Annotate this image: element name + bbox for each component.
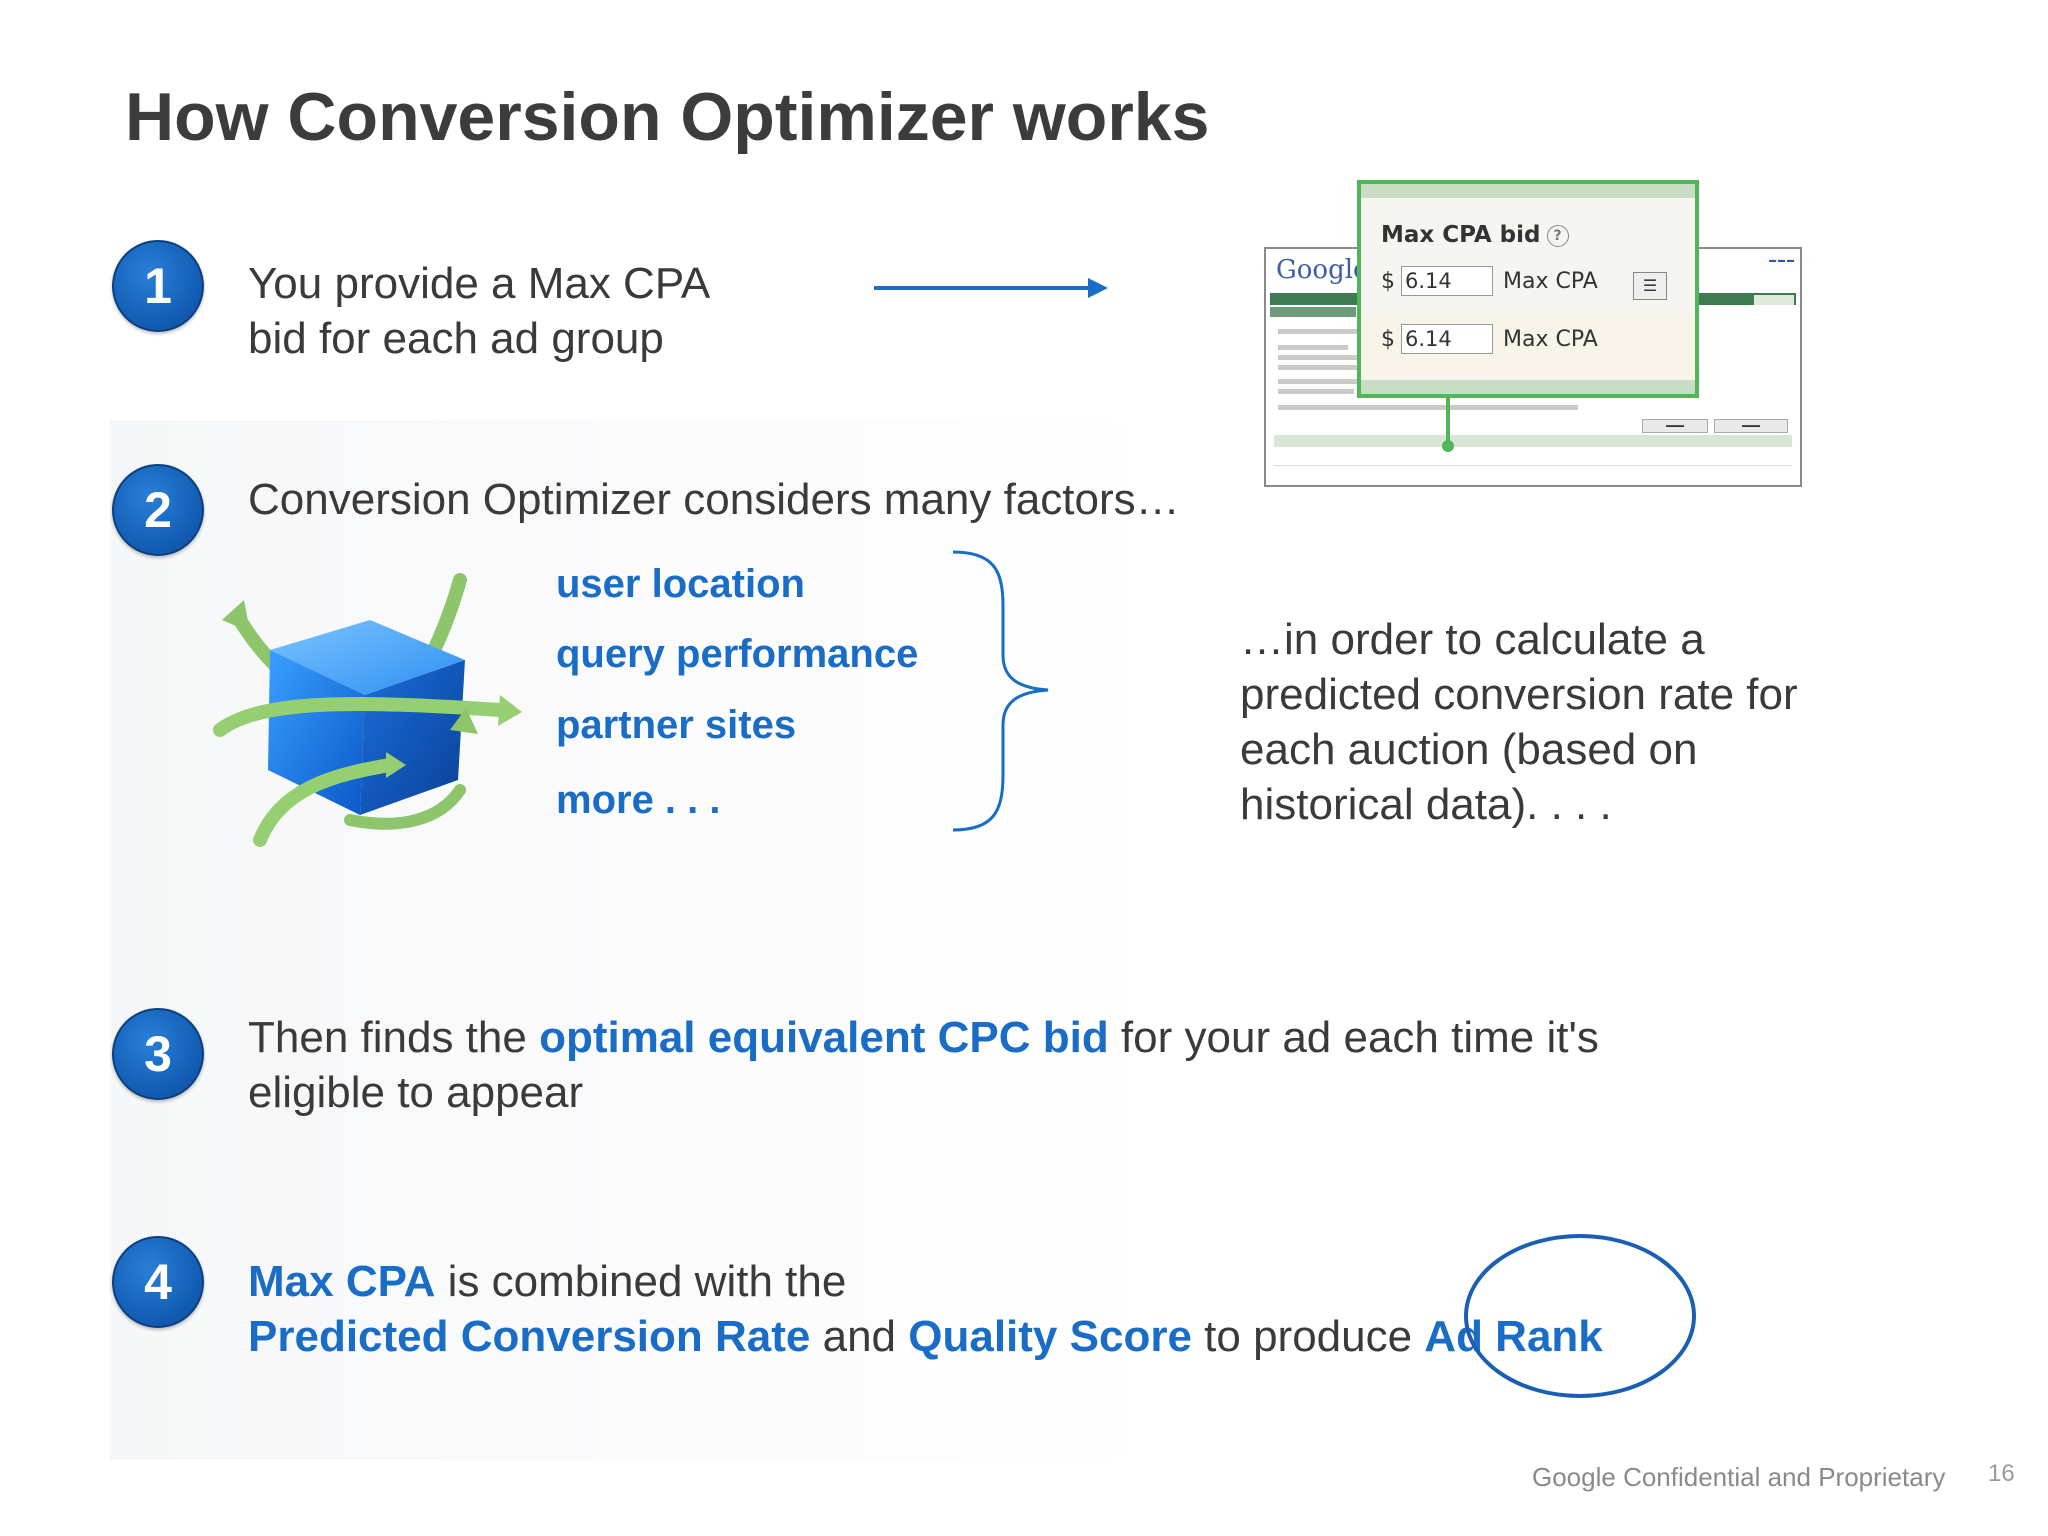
factor-user-location: user location xyxy=(556,562,805,606)
step-4-ad-rank: Ad Rank xyxy=(1424,1312,1603,1361)
popup-connector xyxy=(1446,398,1450,444)
text-line xyxy=(1278,355,1364,360)
top-links: ▬ ▬ ▬ xyxy=(1769,257,1794,264)
text-line xyxy=(1278,329,1368,334)
step-1-line-2: bid for each ad group xyxy=(248,314,664,363)
step-1-text: You provide a Max CPA bid for each ad gr… xyxy=(248,256,710,366)
result-line-2: predicted conversion rate for xyxy=(1240,670,1798,719)
step-4-predicted-conversion-rate: Predicted Conversion Rate xyxy=(248,1312,811,1361)
text-line xyxy=(1278,379,1362,384)
page-number: 16 xyxy=(1988,1460,2015,1487)
step-4-text: Max CPA is combined with the Predicted C… xyxy=(248,1254,1603,1364)
cube-icon xyxy=(213,573,522,847)
text-line xyxy=(1278,389,1354,394)
factor-query-performance: query performance xyxy=(556,632,919,676)
step-3-text: Then finds the optimal equivalent CPC bi… xyxy=(248,1010,1599,1120)
help-icon[interactable]: ? xyxy=(1546,224,1569,247)
popup-title-text: Max CPA bid xyxy=(1381,222,1541,248)
currency-symbol: $ xyxy=(1381,268,1395,294)
curly-brace-icon xyxy=(952,550,1049,832)
sort-select-icon[interactable]: ☰ xyxy=(1633,272,1667,300)
popup-header xyxy=(1361,184,1695,198)
result-line-4: historical data). . . . xyxy=(1240,780,1612,829)
step-4-part-2: and xyxy=(810,1312,909,1361)
popup-footer xyxy=(1361,380,1695,394)
result-line-3: each auction (based on xyxy=(1240,725,1698,774)
result-line-1: …in order to calculate a xyxy=(1240,615,1705,664)
step-3-part-2: for your ad each time it's xyxy=(1108,1013,1599,1062)
step-1-badge: 1 xyxy=(112,240,204,332)
popup-connector-dot xyxy=(1442,440,1454,452)
sub-nav-bar xyxy=(1270,307,1356,317)
step-4-quality-score: Quality Score xyxy=(908,1312,1192,1361)
google-logo: Google xyxy=(1276,255,1369,285)
slide-title: How Conversion Optimizer works xyxy=(125,79,1210,155)
bid-label-1: Max CPA xyxy=(1503,268,1598,294)
bid-input-1[interactable]: 6.14 xyxy=(1401,266,1493,296)
text-line xyxy=(1278,405,1578,410)
text-line xyxy=(1278,365,1358,370)
step-3-highlight: optimal equivalent CPC bid xyxy=(539,1013,1109,1062)
step-1-line-1: You provide a Max CPA xyxy=(248,259,711,308)
arrow-right-icon xyxy=(874,278,1108,298)
popup-title: Max CPA bid? xyxy=(1381,222,1569,248)
table-row xyxy=(1274,453,1792,466)
step-4-part-3: to produce xyxy=(1191,1312,1425,1361)
highlight-ellipse xyxy=(1464,1234,1696,1398)
bid-row-1: $ 6.14 Max CPA xyxy=(1381,266,1598,296)
edit-all-button[interactable]: ▬▬▬ xyxy=(1714,419,1788,433)
step-3-badge: 3 xyxy=(112,1008,204,1100)
text-line xyxy=(1278,345,1348,350)
step-3-part-1: Then finds the xyxy=(248,1013,540,1062)
step-4-part-1: is combined with the xyxy=(435,1257,847,1306)
search-box[interactable] xyxy=(1754,295,1794,305)
background-fade xyxy=(110,420,1630,1460)
factor-more: more . . . xyxy=(556,778,721,822)
footer-confidential: Google Confidential and Proprietary xyxy=(1532,1462,1946,1492)
currency-symbol: $ xyxy=(1381,326,1395,352)
step-2-text: Conversion Optimizer considers many fact… xyxy=(248,475,1180,524)
step-4-badge: 4 xyxy=(112,1236,204,1328)
bid-row-2: $ 6.14 Max CPA xyxy=(1381,324,1598,354)
step-2-badge: 2 xyxy=(112,464,204,556)
step-4-max-cpa: Max CPA xyxy=(248,1257,436,1306)
bid-input-2[interactable]: 6.14 xyxy=(1401,324,1493,354)
bid-label-2: Max CPA xyxy=(1503,326,1598,352)
result-text: …in order to calculate a predicted conve… xyxy=(1240,612,1798,832)
edit-individually-button[interactable]: ▬▬▬ xyxy=(1642,419,1708,433)
table-header xyxy=(1274,435,1792,447)
factor-partner-sites: partner sites xyxy=(556,703,797,747)
step-3-part-3: eligible to appear xyxy=(248,1068,584,1117)
max-cpa-popup: Max CPA bid? $ 6.14 Max CPA ☰ $ 6.14 Max… xyxy=(1357,180,1699,398)
